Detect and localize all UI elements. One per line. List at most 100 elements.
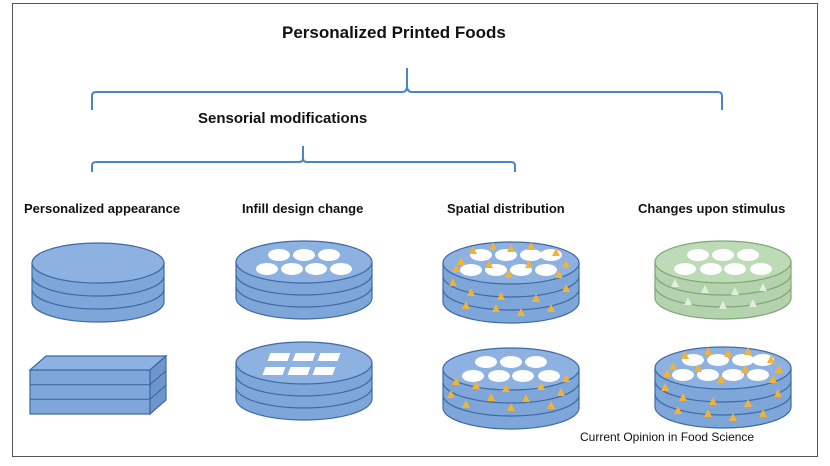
box-top xyxy=(28,355,168,371)
infill-hole xyxy=(707,354,729,366)
faded-triangle xyxy=(759,283,767,291)
ingredient-triangle xyxy=(527,242,535,250)
ingredient-triangle xyxy=(729,413,737,421)
ingredient-triangle xyxy=(507,244,515,252)
ingredient-triangle xyxy=(724,349,732,357)
disk-top xyxy=(31,242,165,284)
ingredient-triangle xyxy=(562,374,570,382)
ingredient-triangle xyxy=(744,399,752,407)
ingredient-triangle xyxy=(679,393,687,401)
ingredient-triangle xyxy=(557,388,565,396)
infill-square xyxy=(292,353,316,361)
infill-hole xyxy=(460,264,482,276)
ingredient-triangle xyxy=(661,383,669,391)
infill-hole xyxy=(268,249,290,261)
layer-line xyxy=(235,285,373,308)
ingredient-triangle xyxy=(769,375,777,383)
infill-hole xyxy=(712,249,734,261)
page-title: Personalized Printed Foods xyxy=(282,23,506,42)
infill-hole xyxy=(293,249,315,261)
ingredient-triangle xyxy=(497,292,505,300)
infill-square xyxy=(267,353,291,361)
infill-hole xyxy=(687,249,709,261)
layer-line xyxy=(149,370,167,386)
infill-hole xyxy=(672,369,694,381)
subtitle: Sensorial modifications xyxy=(198,110,368,127)
ingredient-triangle xyxy=(547,304,555,312)
infill-hole xyxy=(520,249,542,261)
infill-hole xyxy=(538,370,560,382)
ingredient-triangle xyxy=(502,384,510,392)
infill-hole xyxy=(281,263,303,275)
infill-square xyxy=(312,367,336,375)
ingredient-triangle xyxy=(452,377,460,385)
ingredient-triangle xyxy=(709,397,717,405)
ingredient-triangle xyxy=(457,257,465,265)
ingredient-triangle xyxy=(694,364,702,372)
layer-line xyxy=(149,384,167,400)
ingredient-triangle xyxy=(704,409,712,417)
infill-hole xyxy=(462,370,484,382)
figure-frame xyxy=(12,3,818,457)
infill-hole xyxy=(732,354,754,366)
infill-hole xyxy=(488,370,510,382)
spatial-disk-edge xyxy=(442,347,580,430)
infill-hole xyxy=(256,263,278,275)
layer-line xyxy=(235,273,373,296)
infill-hole xyxy=(750,263,772,275)
layer-line xyxy=(235,386,373,409)
infill-disk-round xyxy=(235,240,373,320)
ingredient-triangle xyxy=(449,278,457,286)
stimulus-disk-before xyxy=(654,240,792,320)
layer-line xyxy=(31,288,165,310)
ingredient-triangle xyxy=(759,409,767,417)
layer-line xyxy=(31,275,165,297)
infill-hole xyxy=(525,356,547,368)
spatial-disk-distributed xyxy=(442,241,580,324)
ingredient-triangle xyxy=(505,270,513,278)
ingredient-triangle xyxy=(774,389,782,397)
infill-hole xyxy=(512,370,534,382)
ingredient-triangle xyxy=(663,369,671,377)
infill-hole xyxy=(737,249,759,261)
ingredient-triangle xyxy=(704,347,712,355)
disk-top xyxy=(654,240,792,284)
infill-hole xyxy=(700,263,722,275)
faded-triangle xyxy=(684,297,692,305)
ingredient-triangle xyxy=(492,304,500,312)
infill-square xyxy=(262,367,286,375)
layer-line xyxy=(442,394,580,417)
ingredient-triangle xyxy=(562,260,570,268)
faded-triangle xyxy=(749,299,757,307)
ingredient-triangle xyxy=(507,403,515,411)
ingredient-triangle xyxy=(681,351,689,359)
sub-bracket xyxy=(91,146,516,172)
ingredient-triangle xyxy=(537,382,545,390)
infill-hole xyxy=(330,263,352,275)
faded-triangle xyxy=(671,279,679,287)
ingredient-triangle xyxy=(775,365,783,373)
ingredient-triangle xyxy=(767,355,775,363)
ingredient-triangle xyxy=(462,301,470,309)
infill-hole xyxy=(722,369,744,381)
ingredient-triangle xyxy=(744,347,752,355)
ingredient-triangle xyxy=(532,294,540,302)
ingredient-triangle xyxy=(452,264,460,272)
layer-line xyxy=(235,374,373,397)
appearance-box xyxy=(28,354,168,416)
disk-top xyxy=(235,341,373,385)
ingredient-triangle xyxy=(485,260,493,268)
faded-triangle xyxy=(719,301,727,309)
infill-hole xyxy=(318,249,340,261)
stimulus-disk-after xyxy=(654,346,792,429)
infill-square xyxy=(317,353,341,361)
ingredient-triangle xyxy=(469,246,477,254)
ingredient-triangle xyxy=(472,381,480,389)
ingredient-triangle xyxy=(447,390,455,398)
layer-line xyxy=(442,288,580,311)
ingredient-triangle xyxy=(525,260,533,268)
ingredient-triangle xyxy=(674,406,682,414)
infill-disk-square xyxy=(235,341,373,421)
ingredient-triangle xyxy=(669,362,677,370)
